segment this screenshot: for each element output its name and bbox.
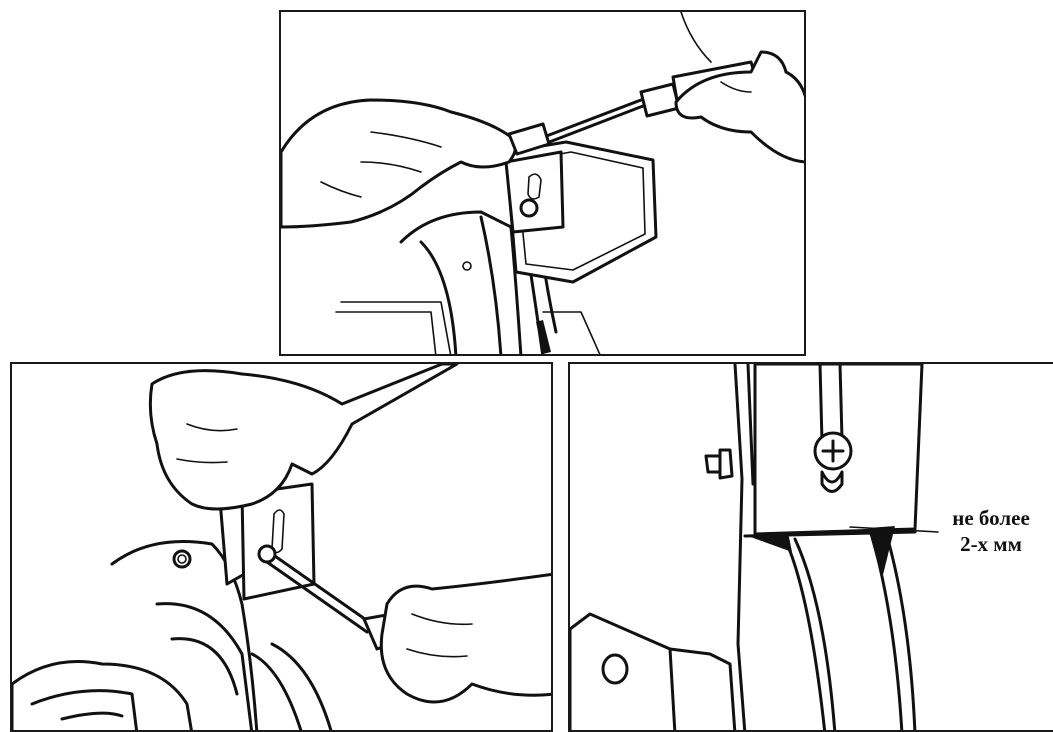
bracket-drawing (12, 364, 553, 732)
nut (174, 551, 190, 567)
bracket (506, 152, 563, 232)
right-hand (381, 574, 553, 702)
screwdriver-shaft (536, 100, 641, 140)
left-hand (281, 100, 516, 227)
tool-rest (570, 614, 735, 732)
grinder-side (735, 364, 745, 732)
motor-housing (12, 662, 192, 732)
grinding-wheel (252, 654, 302, 732)
screwdriver-handle (641, 84, 679, 116)
illustration-remove-spark-guard (279, 10, 806, 356)
illustration-fix-bracket (10, 362, 553, 732)
spark-guard-drawing (281, 12, 806, 356)
gap-callout-line2: 2-х мм (932, 531, 1050, 557)
gap-callout-line1: не более (932, 505, 1050, 531)
wheel-guard (401, 212, 521, 356)
gap-callout-label: не более 2-х мм (932, 505, 1050, 557)
